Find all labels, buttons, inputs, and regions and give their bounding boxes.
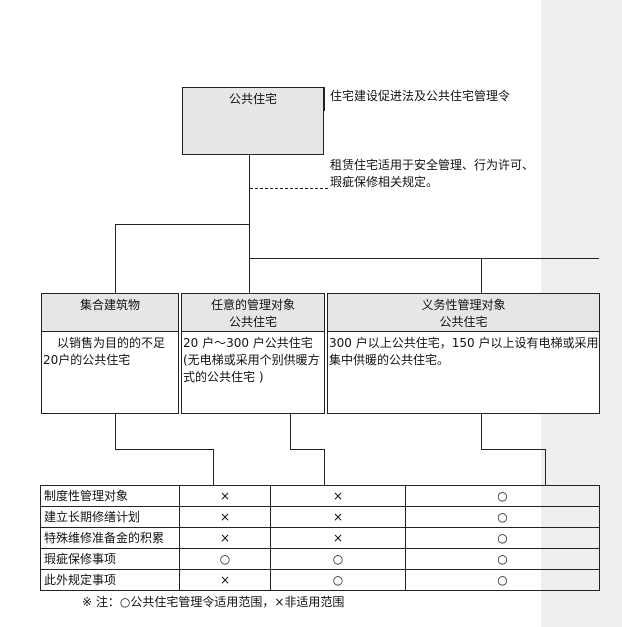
cat3-to-table-v: [481, 414, 482, 449]
cat2-to-table-h: [290, 449, 324, 450]
mark-cell: ×: [179, 569, 271, 591]
table-row: 瑕疵保修事项 ○ ○ ○: [40, 548, 600, 570]
root-label: 公共住宅: [228, 92, 277, 106]
category-1-body: 以销售为目的的不足20户的公共住宅: [41, 331, 179, 414]
category-2-desc: 20 户～300 户公共住宅(无电梯或采用个别供暖方式的公共住宅 ): [183, 336, 320, 384]
mark-cell: ○: [405, 506, 600, 528]
cat2-col-v: [324, 449, 325, 485]
row-label: 此外规定事项: [40, 569, 180, 591]
mark-cell: ○: [405, 548, 600, 570]
category-2-subtitle: 公共住宅: [228, 315, 277, 329]
category-3-header: 义务性管理对象 公共住宅: [327, 293, 600, 332]
mark-cell: ○: [405, 569, 600, 591]
root-node: 公共住宅: [182, 87, 324, 155]
category-2-title: 任意的管理对象: [210, 298, 295, 312]
table-row: 制度性管理对象 × × ○: [40, 485, 600, 507]
rental-connector: [250, 188, 328, 189]
category-1-header: 集合建筑物: [41, 293, 179, 332]
category-3-title: 义务性管理对象: [421, 298, 506, 312]
cat1-to-table-h: [115, 449, 213, 450]
mark-cell: ○: [179, 548, 271, 570]
cat2-to-table-v: [290, 414, 291, 449]
category-3-body: 300 户以上公共住宅，150 户以上设有电梯或采用集中供暖的公共住宅。: [327, 331, 600, 414]
category-2-header: 任意的管理对象 公共住宅: [181, 293, 325, 332]
footnote: ※ 注：○公共住宅管理令适用范围，×非适用范围: [82, 595, 345, 609]
mark-cell: ×: [270, 506, 406, 528]
row-label: 特殊维修准备金的积累: [40, 527, 180, 549]
category-1-desc: 以销售为目的的不足20户的公共住宅: [43, 336, 166, 367]
mark-cell: ×: [179, 485, 271, 507]
category-3-subtitle: 公共住宅: [439, 315, 488, 329]
row-label: 瑕疵保修事项: [40, 548, 180, 570]
mark-cell: ×: [270, 485, 406, 507]
cat3-to-table-h: [481, 449, 545, 450]
cat3-col-v: [545, 449, 546, 485]
mark-cell: ○: [270, 548, 406, 570]
branch-mid-v: [249, 258, 250, 293]
rental-note: 租赁住宅适用于安全管理、行为许可、瑕疵保修相关规定。: [330, 158, 535, 189]
table-row: 特殊维修准备金的积累 × × ○: [40, 527, 600, 549]
branch-left-v: [115, 224, 116, 293]
cat1-col-v: [213, 449, 214, 485]
category-1-title: 集合建筑物: [79, 298, 140, 312]
cat1-to-table-v: [115, 414, 116, 449]
table-row: 此外规定事项 × ○ ○: [40, 569, 600, 591]
mark-cell: ×: [179, 506, 271, 528]
table-row: 建立长期修缮计划 × × ○: [40, 506, 600, 528]
branch-right-v: [481, 258, 482, 293]
root-note-line: [324, 87, 325, 111]
mark-cell: ○: [270, 569, 406, 591]
category-2-body: 20 户～300 户公共住宅(无电梯或采用个别供暖方式的公共住宅 ): [181, 331, 325, 414]
root-stem: [249, 155, 250, 259]
mark-cell: ○: [405, 485, 600, 507]
law-note: 住宅建设促进法及公共住宅管理令: [330, 89, 511, 103]
comparison-table: 制度性管理对象 × × ○ 建立长期修缮计划 × × ○ 特殊维修准备金的积累 …: [40, 485, 600, 591]
branch-right-h: [249, 258, 599, 259]
row-label: 建立长期修缮计划: [40, 506, 180, 528]
category-3-desc: 300 户以上公共住宅，150 户以上设有电梯或采用集中供暖的公共住宅。: [329, 336, 599, 367]
row-label: 制度性管理对象: [40, 485, 180, 507]
mark-cell: ×: [270, 527, 406, 549]
mark-cell: ×: [179, 527, 271, 549]
branch-left-h: [115, 224, 249, 225]
mark-cell: ○: [405, 527, 600, 549]
